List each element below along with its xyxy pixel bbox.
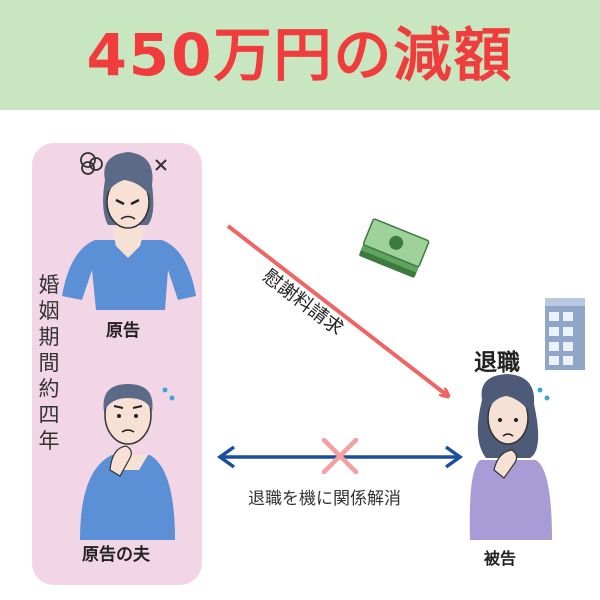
marriage-period-label: 婚姻期間約四年 [38, 273, 60, 453]
money-stack-icon [359, 218, 430, 278]
cross-mark-icon [321, 437, 359, 475]
defendant-illustration [469, 374, 552, 540]
sweat-drops-icon [537, 387, 550, 401]
anger-puff-icon [80, 152, 103, 175]
title-banner: 450万円の減額 [0, 0, 600, 110]
plaintiff-label: 原告 [106, 321, 140, 341]
claim-arrow [226, 224, 448, 396]
relationship-termination-label: 退職を機に関係解消 [248, 489, 401, 509]
page-title: 450万円の減額 [86, 21, 514, 89]
anger-mark-icon [155, 159, 167, 171]
sweat-drops-icon [162, 387, 175, 401]
plaintiff-illustration [62, 152, 196, 310]
office-building-icon [545, 298, 585, 370]
resignation-label: 退職 [474, 350, 520, 376]
defendant-label: 被告 [484, 549, 517, 568]
husband-illustration [80, 384, 175, 540]
husband-label: 原告の夫 [82, 545, 150, 565]
